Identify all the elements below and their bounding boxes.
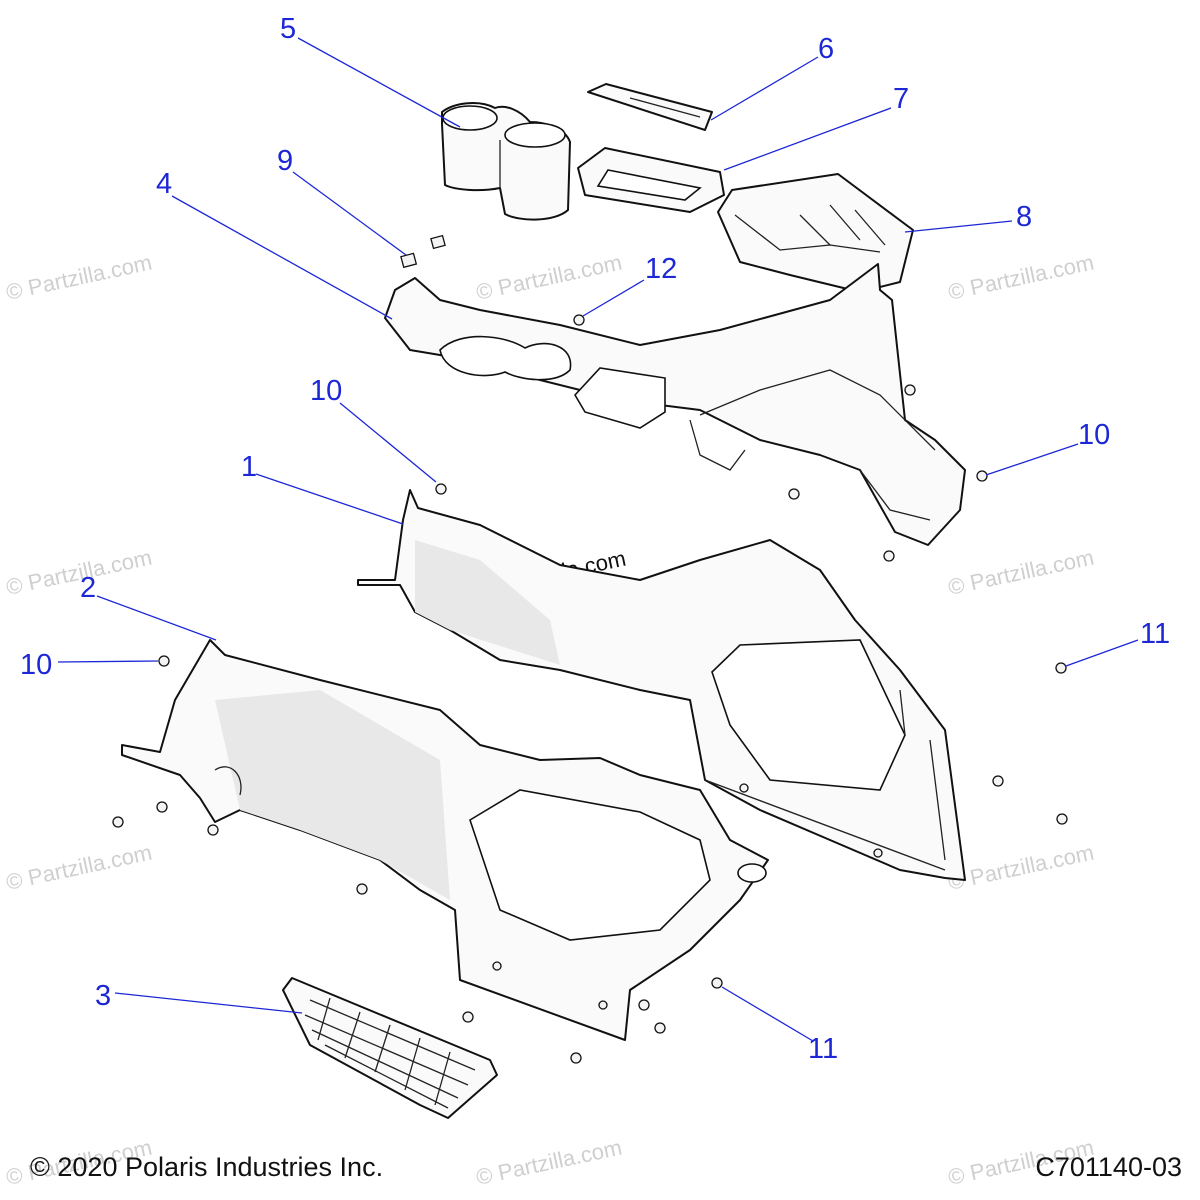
console-top-frame-part	[384, 263, 966, 546]
callout-10-top: 10	[310, 375, 342, 407]
callout-10-right: 10	[1078, 419, 1110, 451]
console-cover-part	[587, 83, 713, 131]
leader-lines	[57, 37, 1139, 1042]
watermark: © Partzilla.com	[4, 545, 154, 600]
fasteners	[112, 314, 1068, 1064]
callout-5: 5	[280, 13, 296, 45]
callout-3: 3	[95, 980, 111, 1012]
callout-11-right: 11	[1140, 618, 1170, 650]
storage-bin-part	[717, 173, 914, 293]
right-console-panel-part	[357, 489, 966, 881]
callout-9: 9	[277, 145, 293, 177]
watermark: © Partzilla.com	[946, 250, 1096, 305]
clip-parts	[400, 234, 446, 269]
grille-part	[282, 977, 498, 1119]
callout-11-bottom: 11	[808, 1033, 838, 1065]
drawing-number: C701140-03	[1035, 1152, 1182, 1182]
callout-1: 1	[241, 451, 257, 483]
copyright-notice: © 2020 Polaris Industries Inc.	[30, 1152, 384, 1182]
callout-7: 7	[893, 83, 909, 115]
watermark: © Partzilla.com	[4, 250, 154, 305]
callout-2: 2	[80, 572, 96, 604]
callout-10-left: 10	[20, 649, 52, 681]
callout-12: 12	[645, 253, 677, 285]
watermark: © Partzilla.com	[946, 545, 1096, 600]
cup-holder-part	[441, 102, 571, 221]
watermark: © Partzilla.com	[946, 840, 1096, 895]
watermark: © Partzilla.com	[4, 840, 154, 895]
watermark: © Partzilla.com	[474, 250, 624, 305]
bezel-part	[577, 147, 725, 213]
callout-4: 4	[156, 168, 172, 200]
left-console-panel-part	[121, 639, 769, 1041]
callout-6: 6	[818, 33, 834, 65]
callout-labels: 5 6 7 9 4 12 8 10 10 1 2 10 11 3 11	[20, 13, 1170, 1065]
callout-8: 8	[1016, 201, 1032, 233]
watermark: © Partzilla.com	[474, 1135, 624, 1190]
